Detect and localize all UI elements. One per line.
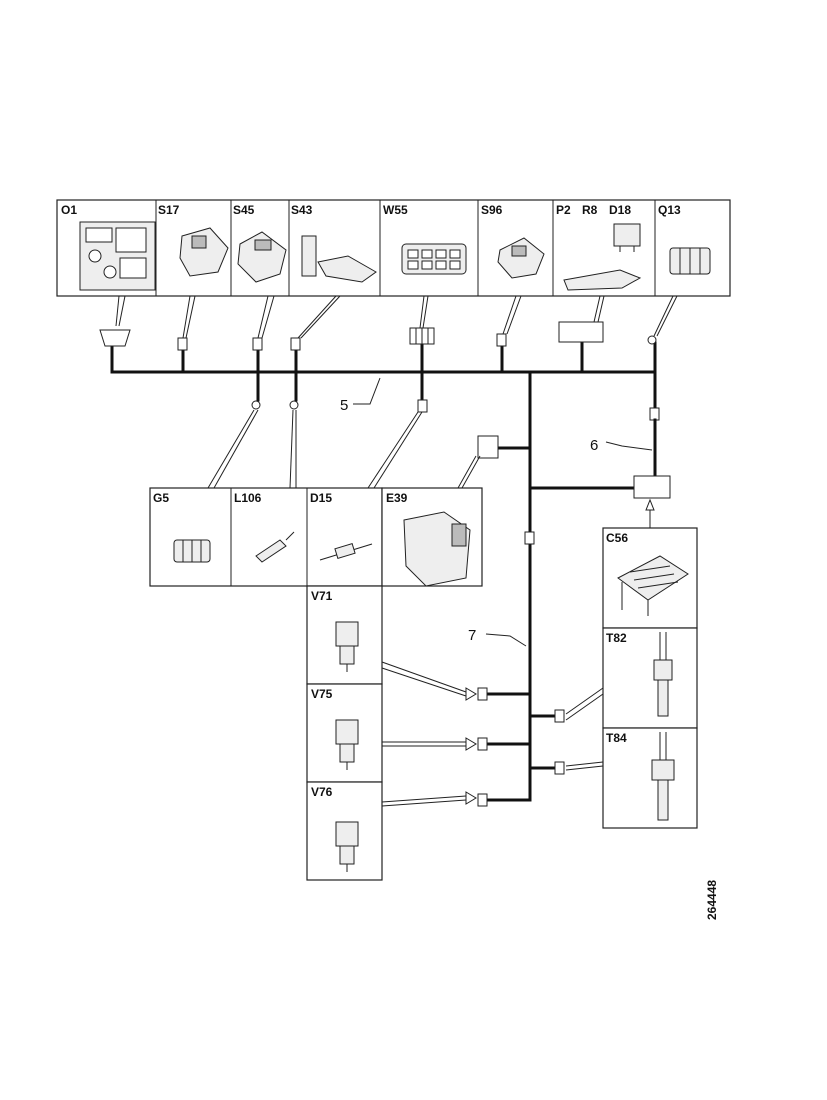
c56-leader — [645, 498, 655, 528]
figure-number: 264448 — [705, 880, 719, 920]
sensor-t84-illustration — [651, 732, 675, 821]
label-O1: O1 — [61, 203, 77, 217]
sensor-leaders — [565, 687, 604, 771]
switch-s17-illustration — [179, 227, 229, 277]
relay-q13-illustration — [669, 247, 711, 275]
harness-label-6: 6 — [590, 437, 598, 454]
label-D18: D18 — [609, 203, 631, 217]
label-S96: S96 — [481, 203, 503, 217]
label-Q13: Q13 — [658, 203, 681, 217]
harness-7 — [477, 531, 565, 807]
label-S17: S17 — [158, 203, 180, 217]
valve-leaders — [381, 661, 477, 807]
label-P2: P2 — [556, 203, 571, 217]
harness-5-callout: 5 — [340, 377, 381, 414]
label-S45: S45 — [233, 203, 255, 217]
label-W55: W55 — [383, 203, 408, 217]
relay-d18-illustration — [613, 223, 641, 252]
top-leaders — [115, 295, 678, 339]
switch-s45-illustration — [237, 231, 287, 283]
valve-v75-illustration — [335, 719, 359, 770]
valve-v76-illustration — [335, 821, 359, 872]
label-V71: V71 — [311, 589, 333, 603]
label-S43: S43 — [291, 203, 313, 217]
label-T82: T82 — [606, 631, 627, 645]
harness-7-callout: 7 — [468, 627, 527, 647]
label-G5: G5 — [153, 491, 169, 505]
label-E39: E39 — [386, 491, 408, 505]
label-C56: C56 — [606, 531, 628, 545]
circuit-board-p2-illustration — [563, 269, 642, 291]
harness-label-7: 7 — [468, 627, 476, 644]
switch-s43-illustration — [301, 235, 377, 283]
label-T84: T84 — [606, 731, 627, 745]
harness-label-5: 5 — [340, 397, 348, 414]
control-unit-e39-illustration — [403, 511, 471, 587]
harness-6-callout: 6 — [590, 437, 653, 454]
label-V76: V76 — [311, 785, 333, 799]
harness-5-connectors — [99, 321, 660, 421]
label-L106: L106 — [234, 491, 262, 505]
harness-5 — [110, 341, 657, 422]
diode-d15-illustration — [319, 542, 373, 561]
lamp-l106-illustration — [255, 531, 295, 563]
fusebox-w55-illustration — [401, 243, 467, 275]
connector-g5-illustration — [173, 539, 211, 563]
heater-c56-illustration — [617, 555, 689, 616]
label-V75: V75 — [311, 687, 333, 701]
switch-s96-illustration — [497, 237, 545, 279]
instrument-panel-illustration — [79, 221, 156, 291]
middle-leaders — [207, 409, 481, 489]
sensor-t82-illustration — [653, 632, 673, 717]
label-R8: R8 — [582, 203, 598, 217]
top-component-row — [56, 199, 731, 297]
label-D15: D15 — [310, 491, 332, 505]
valve-v71-illustration — [335, 621, 359, 672]
